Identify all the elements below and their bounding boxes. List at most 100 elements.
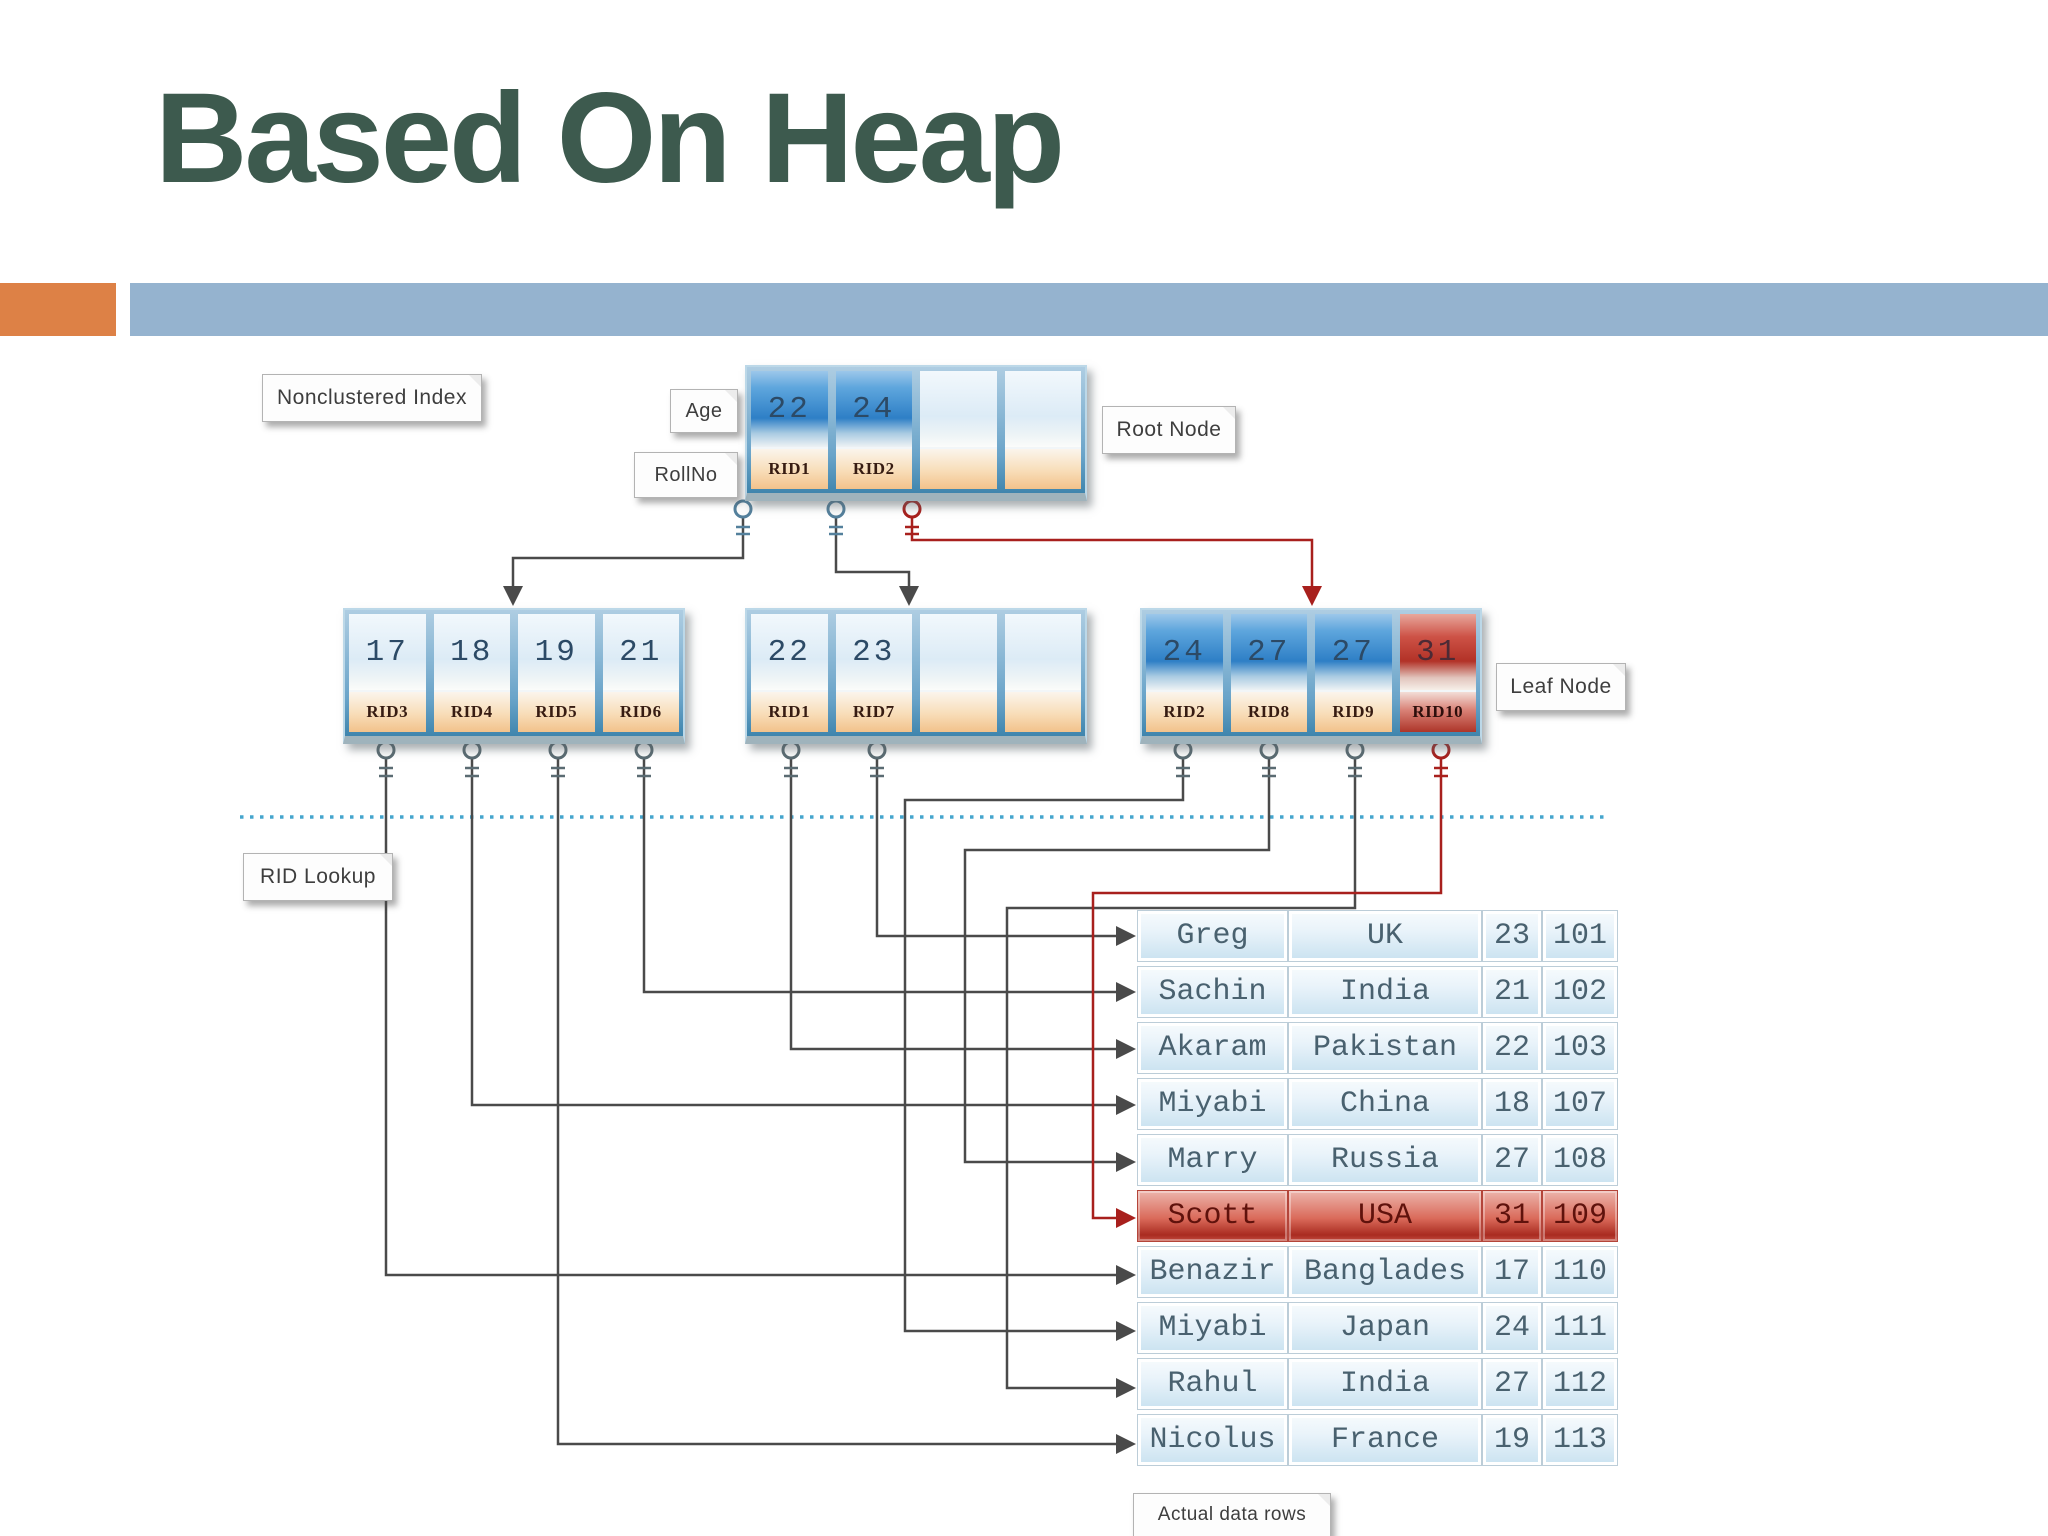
table-cell-age: 27 [1482, 1134, 1542, 1186]
table-cell-rollno: 108 [1542, 1134, 1618, 1186]
index-cell: 17 RID3 [349, 614, 426, 732]
table-row: Rahul India 27 112 [1137, 1358, 1618, 1410]
table-cell-rollno: 103 [1542, 1022, 1618, 1074]
callout-leaf-node: Leaf Node [1496, 663, 1626, 711]
table-cell-name: Rahul [1137, 1358, 1288, 1410]
rid-pointer: RID10 [1399, 692, 1476, 732]
table-cell-name: Miyabi [1137, 1078, 1288, 1130]
index-key: 21 [602, 614, 679, 692]
table-row: Nicolus France 19 113 [1137, 1414, 1618, 1466]
table-cell-name: Marry [1137, 1134, 1288, 1186]
table-cell-age: 17 [1482, 1246, 1542, 1298]
accent-bar-blue [130, 283, 2048, 336]
table-cell-country: China [1288, 1078, 1482, 1130]
table-row: Miyabi Japan 24 111 [1137, 1302, 1618, 1354]
table-row: Miyabi China 18 107 [1137, 1078, 1618, 1130]
table-row-highlighted: Scott USA 31 109 [1137, 1190, 1618, 1242]
table-cell-country: Banglades [1288, 1246, 1482, 1298]
index-key: 22 [751, 371, 828, 449]
rid-pointer: RID1 [751, 449, 828, 489]
leaf-node-block-3: 24 RID2 27 RID8 27 RID9 31 RID10 [1140, 608, 1482, 744]
root-node-block: 22 RID1 24 RID2 [745, 365, 1087, 501]
root-to-leaf-wire-red [910, 517, 1322, 606]
table-cell-name: Scott [1137, 1190, 1288, 1242]
index-cell-empty [920, 614, 997, 732]
heap-data-table: Greg UK 23 101 Sachin India 21 102 Akara… [1137, 910, 1618, 1470]
callout-actual-data-rows: Actual data rows [1133, 1493, 1331, 1536]
index-cell: 22 RID1 [751, 371, 828, 489]
table-cell-rollno: 113 [1542, 1414, 1618, 1466]
index-key [920, 371, 997, 449]
index-key: 31 [1399, 614, 1476, 692]
table-cell-rollno: 102 [1542, 966, 1618, 1018]
rid-pointer: RID3 [349, 692, 426, 732]
table-cell-age: 18 [1482, 1078, 1542, 1130]
table-cell-age: 19 [1482, 1414, 1542, 1466]
index-cell-empty [920, 371, 997, 489]
table-cell-age: 23 [1482, 910, 1542, 962]
accent-bar-orange [0, 283, 116, 336]
index-key: 22 [751, 614, 828, 692]
table-cell-rollno: 110 [1542, 1246, 1618, 1298]
table-cell-rollno: 101 [1542, 910, 1618, 962]
index-cell-empty [1004, 614, 1081, 732]
rid-pointer [1004, 449, 1081, 489]
table-cell-name: Greg [1137, 910, 1288, 962]
table-row: Greg UK 23 101 [1137, 910, 1618, 962]
index-cell: 19 RID5 [518, 614, 595, 732]
index-key: 23 [835, 614, 912, 692]
index-cell: 27 RID8 [1230, 614, 1307, 732]
callout-nonclustered-index: Nonclustered Index [262, 374, 482, 422]
table-cell-name: Benazir [1137, 1246, 1288, 1298]
rid-pointer: RID5 [518, 692, 595, 732]
rid-pointer: RID9 [1315, 692, 1392, 732]
table-cell-age: 24 [1482, 1302, 1542, 1354]
index-key: 27 [1230, 614, 1307, 692]
index-key: 19 [518, 614, 595, 692]
index-key: 18 [433, 614, 510, 692]
rid-pointer: RID2 [1146, 692, 1223, 732]
table-cell-country: UK [1288, 910, 1482, 962]
rid-pointer: RID8 [1230, 692, 1307, 732]
index-cell-highlighted: 31 RID10 [1399, 614, 1476, 732]
table-cell-rollno: 112 [1542, 1358, 1618, 1410]
index-key: 24 [835, 371, 912, 449]
index-key: 17 [349, 614, 426, 692]
table-cell-name: Akaram [1137, 1022, 1288, 1074]
rid-pointer: RID6 [602, 692, 679, 732]
leaf-node-block-1: 17 RID3 18 RID4 19 RID5 21 RID6 [343, 608, 685, 744]
table-cell-country: USA [1288, 1190, 1482, 1242]
table-row: Benazir Banglades 17 110 [1137, 1246, 1618, 1298]
callout-root-node: Root Node [1102, 406, 1236, 454]
index-cell-empty [1004, 371, 1081, 489]
callout-age: Age [670, 389, 738, 433]
table-cell-age: 27 [1482, 1358, 1542, 1410]
rid-pointer [920, 449, 997, 489]
index-cell: 24 RID2 [835, 371, 912, 489]
callout-rollno: RollNo [634, 452, 738, 498]
index-key: 24 [1146, 614, 1223, 692]
callout-rid-lookup: RID Lookup [243, 853, 393, 901]
index-cell: 18 RID4 [433, 614, 510, 732]
table-cell-rollno: 107 [1542, 1078, 1618, 1130]
index-cell: 27 RID9 [1315, 614, 1392, 732]
rid-pointer: RID1 [751, 692, 828, 732]
index-cell: 24 RID2 [1146, 614, 1223, 732]
page-title: Based On Heap [155, 67, 1065, 210]
table-cell-name: Miyabi [1137, 1302, 1288, 1354]
index-key [1004, 614, 1081, 692]
table-cell-country: India [1288, 1358, 1482, 1410]
table-cell-age: 31 [1482, 1190, 1542, 1242]
index-key [920, 614, 997, 692]
table-cell-country: India [1288, 966, 1482, 1018]
root-to-leaf-wires [503, 517, 919, 606]
table-cell-rollno: 109 [1542, 1190, 1618, 1242]
table-cell-country: Pakistan [1288, 1022, 1482, 1074]
index-cell: 22 RID1 [751, 614, 828, 732]
table-row: Sachin India 21 102 [1137, 966, 1618, 1018]
table-cell-age: 21 [1482, 966, 1542, 1018]
table-cell-country: Russia [1288, 1134, 1482, 1186]
index-key: 27 [1315, 614, 1392, 692]
